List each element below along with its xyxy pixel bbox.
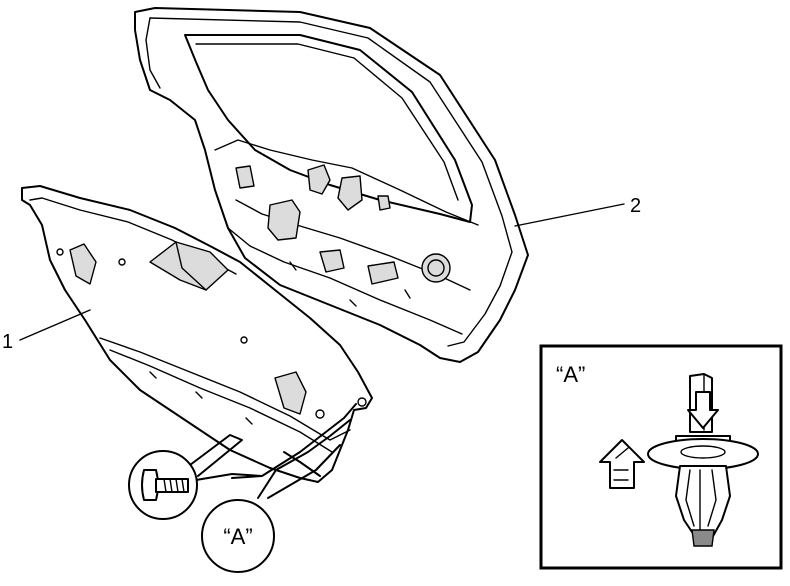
trim-hole-right xyxy=(274,371,307,415)
trim-hole-left xyxy=(69,243,97,285)
part-1-label: 1 xyxy=(2,331,13,353)
detail-title: “A” xyxy=(556,362,585,387)
leader-line-1 xyxy=(19,309,91,341)
part-2-label: 2 xyxy=(630,195,641,217)
lid-lock-hole xyxy=(421,253,451,283)
push-clip-icon xyxy=(647,373,759,547)
bolt-icon xyxy=(141,469,189,501)
clip-callout: “A” xyxy=(201,419,351,573)
lid-cutout-left xyxy=(267,199,301,241)
detail-a-box: “A” xyxy=(539,344,783,570)
trim-panel xyxy=(21,185,373,483)
lid-cutout-upper xyxy=(307,164,331,195)
up-arrow-icon xyxy=(599,439,645,489)
clip-callout-label: “A” xyxy=(223,524,252,549)
leader-line-2 xyxy=(514,203,625,227)
bolt-callout xyxy=(128,403,357,520)
lid-cutout-mid xyxy=(337,175,363,211)
trunk-lid xyxy=(134,7,529,363)
clip-callout-circle xyxy=(201,499,275,573)
